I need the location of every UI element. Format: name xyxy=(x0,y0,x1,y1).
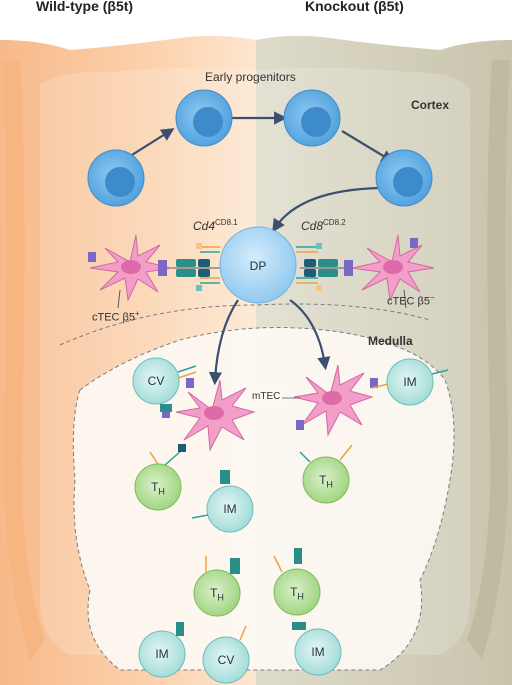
cv-cell-top xyxy=(132,357,197,412)
ctec-right-label: cTEC β5− xyxy=(387,293,435,308)
cd4-label: Cd4CD8.1 xyxy=(193,218,238,233)
th-cell-right-label: TH xyxy=(319,473,333,490)
progenitor-cell-1 xyxy=(87,149,145,207)
th-cell-right xyxy=(299,444,353,504)
im-cell-left-label: IM xyxy=(223,502,237,516)
arrow-prog-4 xyxy=(272,186,381,233)
th-cell-left-label: TH xyxy=(151,480,165,497)
progenitor-cell-2 xyxy=(175,89,233,147)
header-knockout: Knockout (β5t) xyxy=(305,0,404,14)
dp-cell-label: DP xyxy=(249,259,267,273)
arrow-dp-right xyxy=(289,299,331,371)
th-cell-bottom-right xyxy=(273,548,321,616)
mtec-label: mTEC xyxy=(250,391,283,402)
th-cell-bottom-right-label: TH xyxy=(290,585,304,602)
arrow-dp-left xyxy=(208,299,239,386)
im-cell-bottom-left-label: IM xyxy=(155,647,169,661)
progenitor-cell-3 xyxy=(283,89,341,147)
early-progenitors-label: Early progenitors xyxy=(205,70,296,84)
cv-cell-top-label: CV xyxy=(147,374,165,388)
cortex-medulla-boundary xyxy=(59,303,431,346)
im-cell-bottom-left xyxy=(138,622,186,678)
mtec-left xyxy=(162,378,256,452)
im-cell-right-top xyxy=(371,358,449,406)
cd8-label: Cd8CD8.2 xyxy=(301,218,346,233)
progenitor-cell-4 xyxy=(375,149,433,207)
th-cell-left xyxy=(134,444,186,511)
im-cell-bottom-right-label: IM xyxy=(311,645,325,659)
th-cell-bottom-left xyxy=(193,556,241,617)
im-cell-right-top-label: IM xyxy=(403,375,417,389)
dp-cell xyxy=(196,226,322,304)
cv-cell-bottom xyxy=(202,625,250,684)
medulla-label: Medulla xyxy=(368,334,413,348)
im-cell-bottom-right xyxy=(292,622,342,676)
cv-cell-bottom-label: CV xyxy=(217,653,235,667)
mtec-right xyxy=(293,364,378,437)
im-cell-left xyxy=(191,470,254,533)
header-wild-type: Wild-type (β5t) xyxy=(36,0,134,14)
ctec-left xyxy=(88,234,222,302)
ctec-left-label: cTEC β5+ xyxy=(92,309,140,324)
arrow-prog-3 xyxy=(341,130,395,163)
ctec-right xyxy=(300,234,435,302)
cortex-label: Cortex xyxy=(411,98,450,112)
th-cell-bottom-left-label: TH xyxy=(210,586,224,603)
